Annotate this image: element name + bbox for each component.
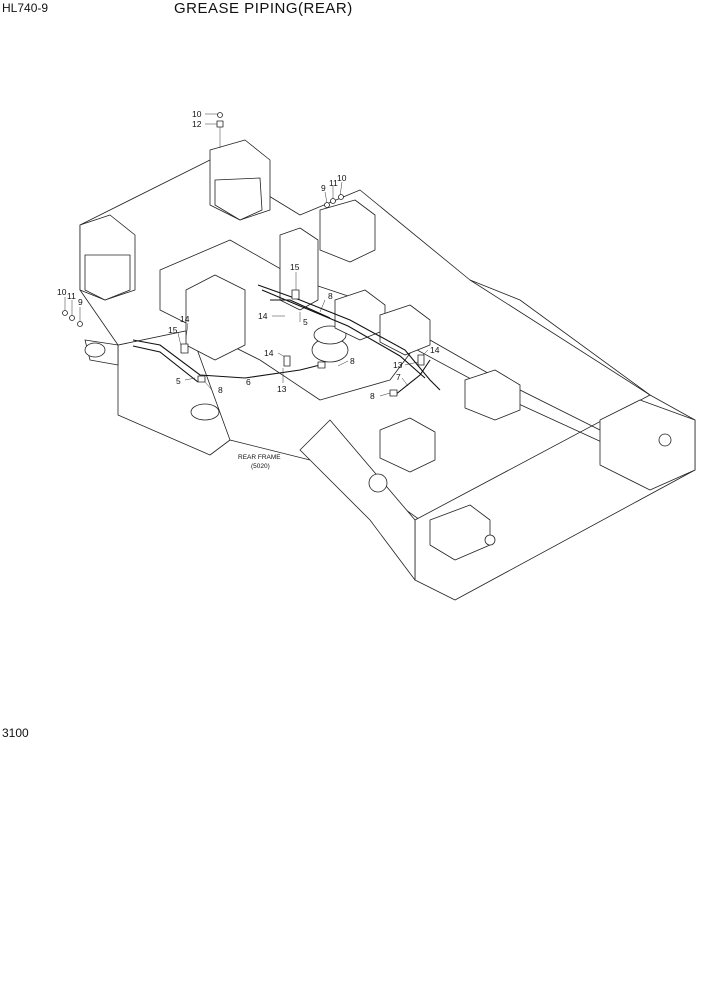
callout-8-d: 8 bbox=[370, 391, 375, 401]
callout-8-b: 8 bbox=[218, 385, 223, 395]
callout-12-top: 12 bbox=[192, 119, 202, 129]
callout-7: 7 bbox=[396, 372, 401, 382]
callout-11-right: 11 bbox=[329, 178, 338, 188]
callout-14-c: 14 bbox=[264, 348, 274, 358]
callout-11-left: 11 bbox=[67, 291, 76, 301]
model-number: HL740-9 bbox=[2, 1, 49, 15]
callout-14-d: 14 bbox=[430, 345, 440, 355]
callout-8-c: 8 bbox=[350, 356, 355, 366]
callout-5-b: 5 bbox=[176, 376, 181, 386]
rear-frame-body bbox=[79, 139, 696, 601]
page-title: GREASE PIPING(REAR) bbox=[174, 0, 353, 17]
callout-6: 6 bbox=[246, 377, 251, 387]
callout-8-a: 8 bbox=[328, 291, 333, 301]
callout-leaders bbox=[64, 113, 429, 397]
callout-15-a: 15 bbox=[290, 262, 300, 272]
callout-numbers: 10 12 9 11 10 10 11 9 15 8 14 5 15 14 5 … bbox=[57, 109, 440, 401]
callout-14-b: 14 bbox=[180, 314, 190, 324]
callout-10-left: 10 bbox=[57, 287, 67, 297]
frame-label-name: REAR FRAME bbox=[238, 454, 281, 461]
frame-label-code: (5020) bbox=[251, 463, 270, 470]
callout-14-a: 14 bbox=[258, 311, 268, 321]
callout-9-left: 9 bbox=[78, 297, 83, 307]
callout-13-b: 13 bbox=[393, 360, 403, 370]
callout-13-a: 13 bbox=[277, 384, 287, 394]
callout-5-a: 5 bbox=[303, 317, 308, 327]
grease-fittings bbox=[62, 112, 425, 397]
callout-15-b: 15 bbox=[168, 325, 178, 335]
callout-10-right: 10 bbox=[337, 173, 347, 183]
callout-9-right: 9 bbox=[321, 183, 326, 193]
callout-10-top: 10 bbox=[192, 109, 202, 119]
page-code: 3100 bbox=[2, 726, 29, 740]
